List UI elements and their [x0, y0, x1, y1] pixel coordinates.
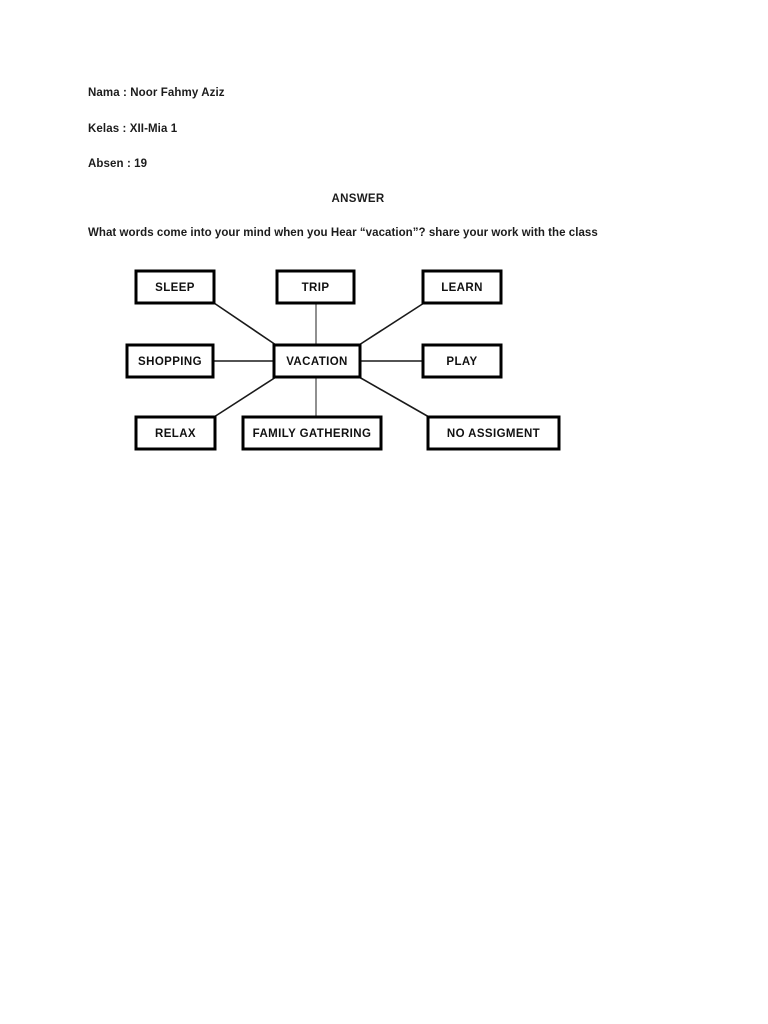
answer-heading: ANSWER [331, 193, 385, 205]
node-box-sleep [134, 269, 216, 305]
node-label-trip: TRIP [302, 282, 330, 294]
node-label-sleep: SLEEP [155, 282, 195, 294]
node-trip[interactable]: TRIP [275, 269, 356, 305]
student-name-line: Nama : Noor Fahmy Aziz [88, 87, 225, 99]
node-label-relax: RELAX [155, 428, 196, 440]
node-label-play: PLAY [446, 356, 477, 368]
node-sleep[interactable]: SLEEP [134, 269, 216, 305]
connector-relax-to-vacation [213, 376, 277, 418]
mind-map-diagram: SLEEP TRIP LEARN SHOPPING PLAY RELAX FAMILY GA… [0, 255, 768, 470]
node-shopping[interactable]: SHOPPING [125, 343, 215, 379]
node-box-play [421, 343, 503, 379]
node-family-gathering[interactable]: FAMILY GATHERING [241, 415, 383, 451]
node-play[interactable]: PLAY [421, 343, 503, 379]
node-box-trip [275, 269, 356, 305]
node-box-learn [421, 269, 503, 305]
node-box-no-assigment [426, 415, 561, 451]
node-box-relax [134, 415, 217, 451]
node-learn[interactable]: LEARN [421, 269, 503, 305]
node-relax[interactable]: RELAX [134, 415, 217, 451]
mind-map-canvas: SLEEP TRIP LEARN SHOPPING PLAY RELAX FAMILY GA… [125, 269, 561, 451]
node-label-no-assigment: NO ASSIGMENT [447, 428, 540, 440]
node-label-vacation: VACATION [286, 356, 348, 368]
connector-no-assigment-to-vacation [358, 376, 430, 418]
node-label-learn: LEARN [441, 282, 483, 294]
connector-sleep-to-vacation [213, 302, 277, 346]
node-layer: SLEEP TRIP LEARN SHOPPING PLAY RELAX FAMILY GA… [125, 269, 561, 451]
node-label-shopping: SHOPPING [138, 356, 202, 368]
question-prompt: What words come into your mind when you … [88, 227, 598, 239]
edge-layer [213, 302, 430, 418]
node-box-shopping [125, 343, 215, 379]
student-absent-line: Absen : 19 [88, 158, 148, 170]
student-header: Nama : Noor Fahmy Aziz Kelas : XII-Mia 1… [88, 87, 688, 195]
connector-learn-to-vacation [358, 302, 425, 346]
node-box-vacation [272, 343, 362, 379]
node-no-assigment[interactable]: NO ASSIGMENT [426, 415, 561, 451]
node-label-family-gathering: FAMILY GATHERING [253, 428, 372, 440]
student-class-line: Kelas : XII-Mia 1 [88, 122, 178, 135]
center-node-vacation[interactable]: VACATION [272, 343, 362, 379]
node-box-family-gathering [241, 415, 383, 451]
